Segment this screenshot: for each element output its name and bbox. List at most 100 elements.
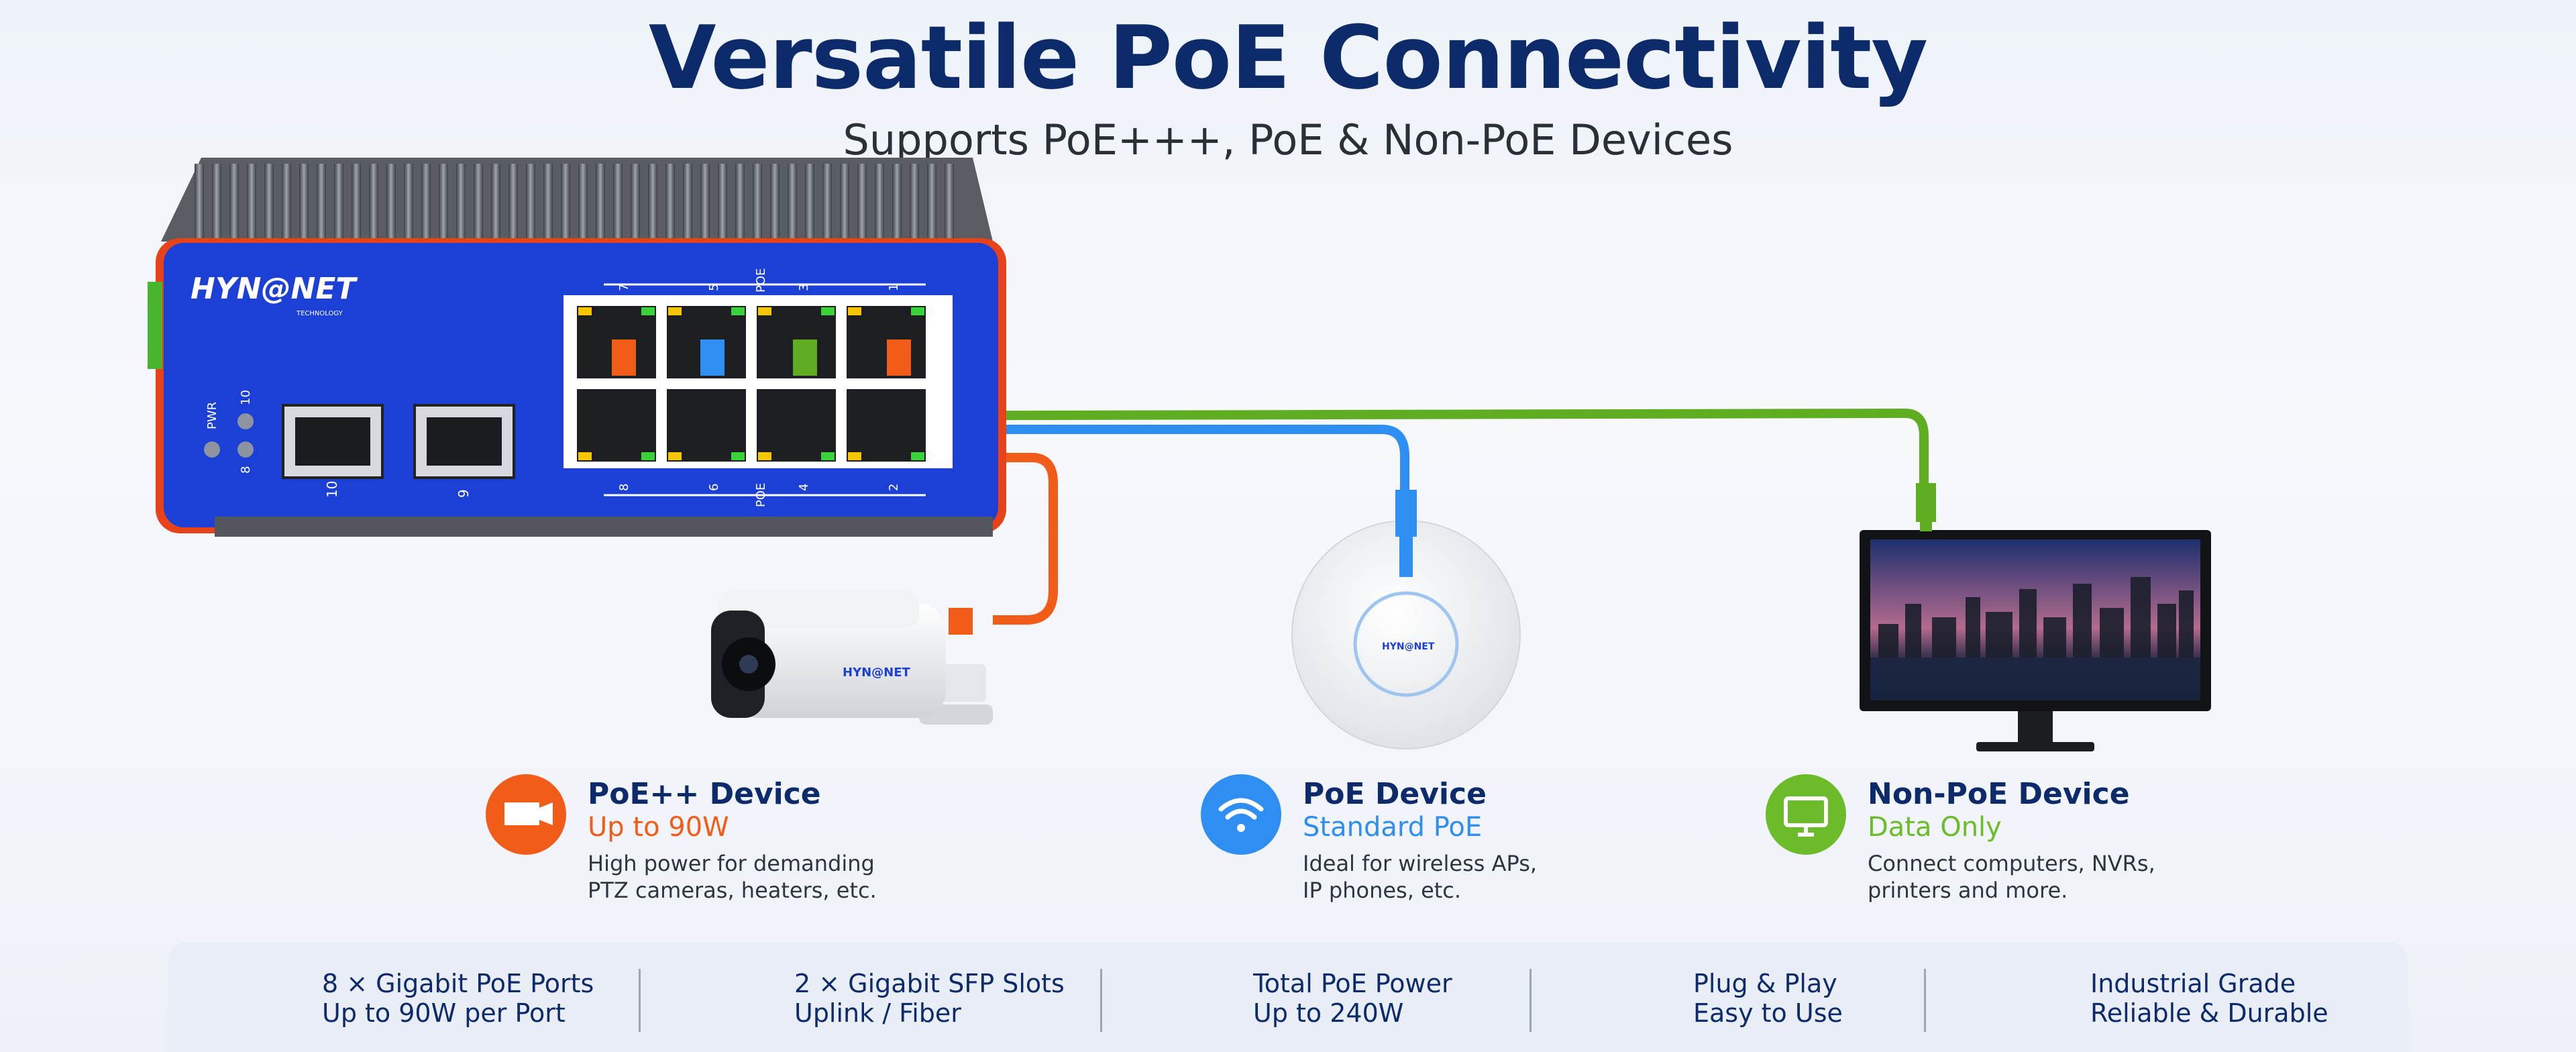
heatsink-fin [631, 164, 640, 239]
heatsink-fin [386, 164, 396, 239]
switch-brand-tag: TECHNOLOGY [296, 310, 343, 317]
device-subtitle: Standard PoE [1303, 812, 1483, 843]
port-num-6: 6 [707, 484, 721, 491]
port-leds [578, 307, 924, 460]
heatsink-fin [421, 164, 431, 239]
heatsink-fin [805, 164, 814, 239]
heatsink-fin [561, 164, 570, 239]
heatsink-fin [735, 164, 745, 239]
heatsink-fin [788, 164, 797, 239]
heatsink-fin [247, 164, 256, 239]
port-num-3: 3 [797, 284, 811, 291]
plug-green-3 [793, 339, 817, 376]
feature-detail: Up to 90W per Port [322, 998, 566, 1028]
heatsink-fin [317, 164, 326, 239]
heatsink-fin [264, 164, 274, 239]
led-label-10: 10 [239, 390, 253, 405]
features-bar [168, 942, 2408, 1052]
feature-divider [1100, 969, 1102, 1032]
heatsink-fin [770, 164, 780, 239]
port-num-7: 7 [617, 284, 631, 291]
feature-detail: Uplink / Fiber [794, 998, 961, 1028]
sfp-label-9: 9 [455, 489, 472, 498]
heatsink-fin [927, 164, 936, 239]
device-subtitle: Up to 90W [588, 812, 729, 843]
heatsink-fin [352, 164, 361, 239]
heatsink-fin [822, 164, 832, 239]
feature-detail: Easy to Use [1693, 998, 1843, 1028]
ap-brand: HYN@NET [1382, 641, 1435, 652]
monitor-icon [1766, 774, 1846, 855]
poe-switch: HYN@NET TECHNOLOGY PWR 10 8 10 9 [148, 158, 1006, 537]
heatsink-fin [299, 164, 309, 239]
heatsink-fins [195, 164, 954, 239]
heatsink-fin [596, 164, 605, 239]
camera-brand: HYN@NET [843, 666, 911, 680]
feature-detail: Reliable & Durable [2090, 998, 2328, 1028]
heatsink-fin [683, 164, 692, 239]
plug-blue-5 [700, 339, 724, 376]
device-name: PoE++ Device [588, 777, 821, 811]
heatsink-fin [526, 164, 535, 239]
desktop-monitor [1860, 483, 2211, 751]
feature-title: 2 × Gigabit SFP Slots [794, 969, 1065, 998]
feature-title: Plug & Play [1693, 969, 1837, 998]
device-name: Non-PoE Device [1868, 777, 2130, 811]
heatsink-fin [892, 164, 902, 239]
device-desc-line1: High power for demanding [588, 851, 875, 876]
port-num-4: 4 [797, 484, 811, 491]
plug-orange-1 [887, 339, 911, 376]
device-desc-line2: printers and more. [1868, 878, 2068, 903]
heatsink-fin [753, 164, 762, 239]
cable-green [760, 408, 1929, 494]
heatsink-fin [700, 164, 710, 239]
heatsink-fin [439, 164, 448, 239]
heatsink-fin [282, 164, 291, 239]
sfp-slot-9: 9 [413, 404, 515, 498]
device-subtitle: Data Only [1868, 812, 2002, 843]
heatsink-fin [334, 164, 343, 239]
port-num-2: 2 [887, 484, 901, 491]
device-desc-line2: IP phones, etc. [1303, 878, 1462, 903]
wifi-icon [1201, 774, 1281, 855]
feature-divider [1529, 969, 1532, 1032]
heatsink-fin [578, 164, 588, 239]
illustration: HYN@NET TECHNOLOGY PWR 10 8 10 9 [148, 158, 2211, 855]
heatsink-fin [840, 164, 849, 239]
plug-orange-7 [612, 339, 636, 376]
ip-camera: HYN@NET [711, 590, 993, 725]
feature-title: Industrial Grade [2090, 969, 2296, 998]
heatsink-fin [875, 164, 884, 239]
heatsink-fin [474, 164, 483, 239]
device-desc-line1: Ideal for wireless APs, [1303, 851, 1538, 876]
heatsink-fin [665, 164, 675, 239]
led-label-8: 8 [239, 466, 253, 474]
heatsink-fin [857, 164, 867, 239]
heatsink-fin [718, 164, 727, 239]
port-num-1: 1 [887, 284, 901, 291]
sfp-label-10: 10 [324, 481, 340, 498]
heatsink-fin [508, 164, 518, 239]
feature-divider [1924, 969, 1926, 1032]
switch-brand: HYN@NET [191, 272, 358, 306]
device-name: PoE Device [1303, 777, 1487, 811]
wireless-access-point: HYN@NET [1291, 490, 1521, 749]
heatsink-fin [212, 164, 221, 239]
poe-label-top: POE [754, 268, 768, 293]
page-subtitle: Supports PoE+++, PoE & Non-PoE Devices [843, 115, 1733, 164]
heatsink-fin [648, 164, 657, 239]
heatsink-fin [369, 164, 378, 239]
heatsink-fin [456, 164, 466, 239]
heatsink-fin [229, 164, 239, 239]
heatsink-fin [613, 164, 623, 239]
heatsink-fin [404, 164, 413, 239]
camera-icon [486, 774, 566, 855]
feature-divider [639, 969, 641, 1032]
page-title: Versatile PoE Connectivity [648, 7, 1928, 109]
feature-title: 8 × Gigabit PoE Ports [322, 969, 594, 998]
led-label-pwr: PWR [205, 402, 219, 429]
heatsink-fin [195, 164, 204, 239]
port-num-8: 8 [617, 484, 631, 491]
sfp-slot-10: 10 [282, 404, 384, 498]
heatsink-fin [910, 164, 919, 239]
